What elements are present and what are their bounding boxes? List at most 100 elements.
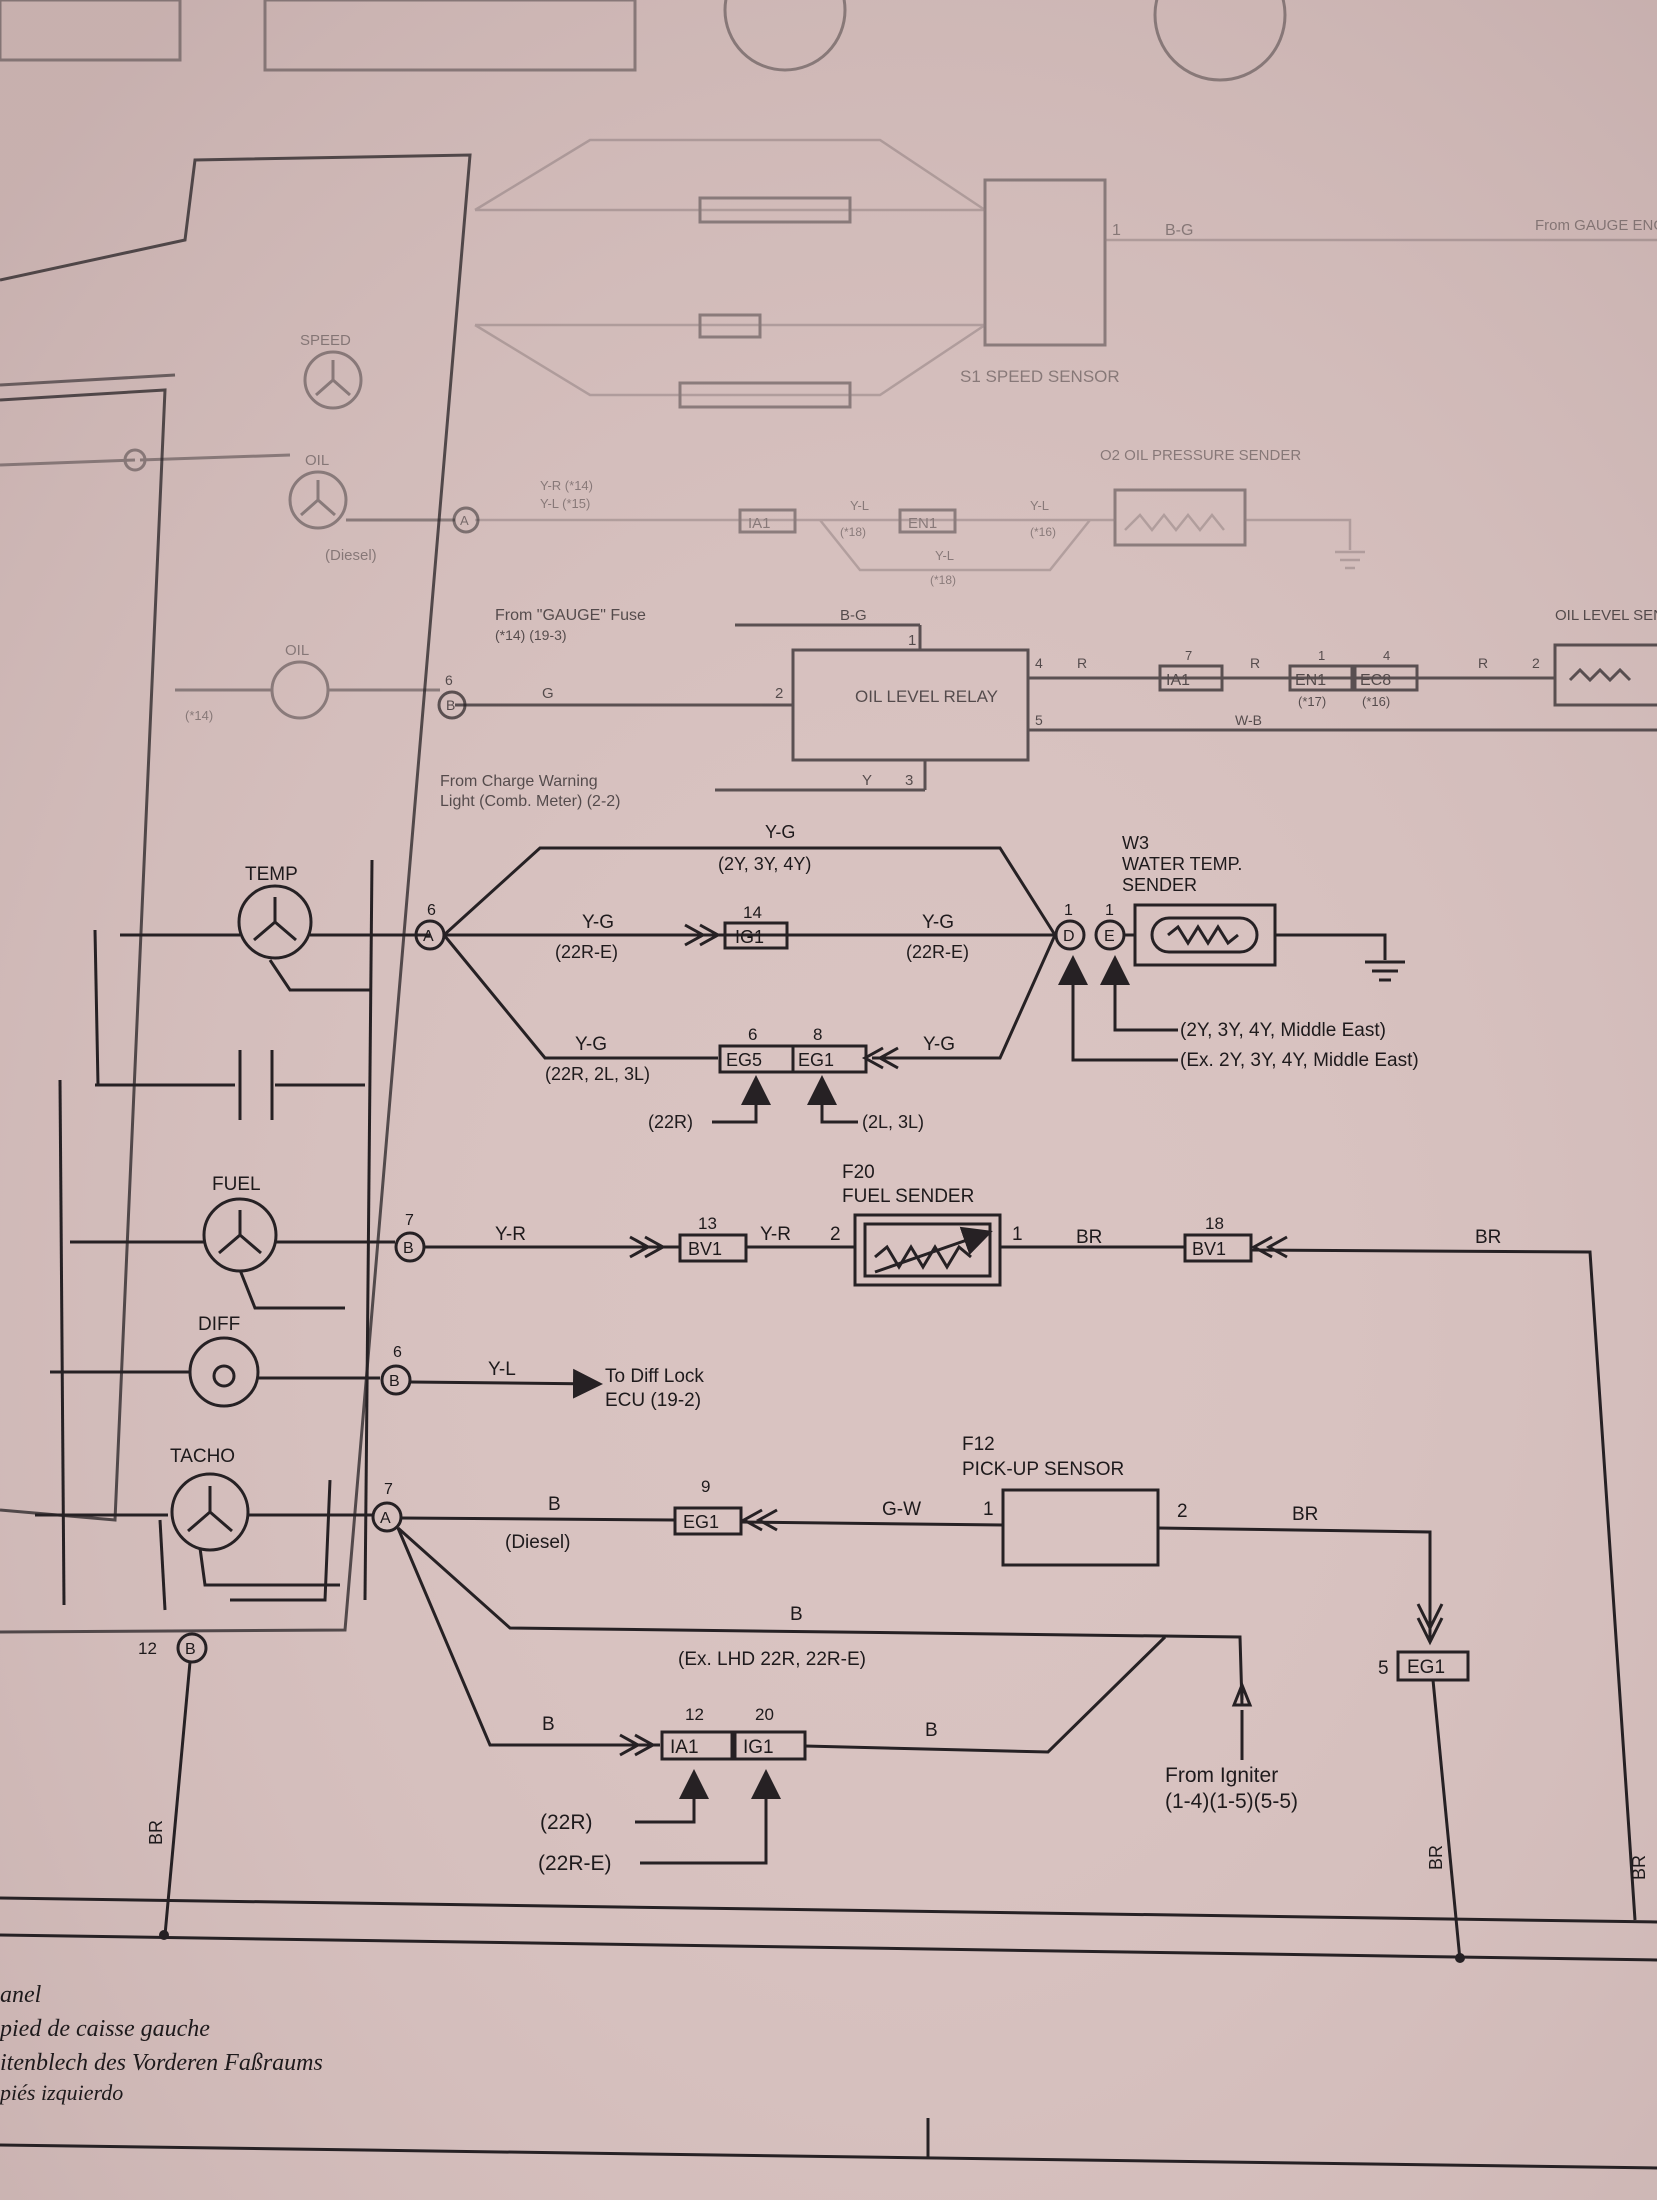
temp-ig1-label: IG1 [735,927,764,947]
oil-level-note16: (*16) [1362,694,1390,709]
oil-pressure-title: O2 OIL PRESSURE SENDER [1100,447,1301,464]
tacho-sensor-pin-left: 1 [983,1499,994,1520]
fuel-connector-letter: B [403,1240,414,1257]
oil-press-letter: A [460,513,469,528]
oil-pressure-j1: IA1 [748,515,771,532]
oil-pressure-resistor [1124,512,1225,533]
oil-level-ia1: IA1 [1166,672,1190,689]
temp-eg1-label: EG1 [798,1050,834,1070]
oil-level-sensor-pin: 2 [1532,655,1540,671]
oil-level-wire-wb: W-B [1235,712,1262,728]
fuel-wire-4 [1250,1248,1637,1921]
tacho-connector [371,1501,403,1533]
tacho-eg1-5-label: EG1 [1407,1657,1445,1678]
oil-level-section: From "GAUGE" Fuse (*14) (19-3) B-G 1 OIL… [440,607,1657,810]
footer-line-1: anel [0,1982,42,2008]
ground-bus-lower [0,1933,1657,1962]
meter-outer-border [0,153,472,1634]
temp-sender-name-2: SENDER [1122,875,1197,895]
fuel-wire-1-color: Y-R [495,1224,526,1245]
tacho-ia1-wire [396,1527,660,1747]
temp-gauge-needle [253,897,297,942]
oil-level-wire-g: G [542,685,554,702]
fuel-wiring: Y-R BV1 13 Y-R 2 F20 FUEL SENDER 1 BR BV… [424,1162,1637,1921]
tacho-ia1-pin: 12 [685,1705,704,1724]
speed-gauge-icon [303,350,363,410]
oil-level-ia1-box [1158,664,1224,692]
tacho-wire-br: BR [1292,1504,1318,1525]
speed-wire-pin: 1 [1112,222,1121,239]
diff-wire-color: Y-L [488,1359,516,1380]
oil-level-ec8-pin: 4 [1383,648,1390,663]
temp-mid-note-left: (22R-E) [555,942,618,962]
top-round-connector-1 [723,0,847,72]
ground-bus-upper [0,1896,1657,1924]
speed-connector-c [678,381,852,409]
diff-light-filament [212,1364,236,1388]
fuel-gauge-ground [238,1269,345,1310]
ground-junction-right [1455,1953,1465,1963]
tacho-wire-b4: B [925,1720,938,1741]
oil-pressure-wire2: Y-L [935,548,954,563]
oil-level-en1: EN1 [1295,672,1326,689]
temp-sender-ground-wire [1275,933,1387,960]
oil-level-en1-pin: 1 [1318,648,1325,663]
fuel-gauge-group: FUEL B 7 [202,1174,426,1273]
temp-top-wire: Y-G [765,822,795,842]
eg1-ground-wire [1431,1679,1462,1961]
from-gauge-engine-label: From GAUGE ENGINE Fuse [1535,217,1657,234]
temp-low-wire-left: Y-G [575,1034,607,1055]
fuel-sender-pin-left: 2 [830,1224,841,1245]
temp-low-note-left: (22R, 2L, 3L) [545,1064,650,1084]
diff-connector [380,1364,412,1396]
tacho-eg1-9-box [673,1506,743,1536]
fuel-gauge-label: FUEL [212,1174,261,1195]
top-connector-left [0,0,182,62]
internal-bus-mid [93,929,100,1086]
tacho-ig1-pin: 20 [755,1705,774,1724]
fuel-chevrons-1 [629,1235,667,1259]
temp-ig1-box [723,921,789,950]
oil-pressure-wire-upper: Y-R (*14) [540,478,593,493]
oil-level-relay-label: OIL LEVEL RELAY [855,687,998,706]
temp-mid-note-right: (22R-E) [906,942,969,962]
tacho-connector-pin: 7 [384,1481,393,1498]
oil-level-wire-bg: B-G [840,607,867,624]
oil-gauge-needle [300,480,336,517]
oil-level-light-icon [270,660,330,720]
temp-sender-conn-e-pin: 1 [1105,902,1114,919]
oil-pressure-wire3-note: (*16) [1030,525,1056,539]
oil-pressure-wire-lower: Y-L (*15) [540,496,590,511]
tacho-eg1-9-label: EG1 [683,1512,719,1532]
upper-gauges: SPEED OIL (Diesel) OIL (*14) [0,332,455,723]
fuel-bv1-18-label: BV1 [1192,1239,1226,1259]
oil-level-from-gauge-ref: (*14) (19-3) [495,627,567,643]
temp-mid-chevrons [684,923,722,947]
speed-wire-color: B-G [1165,222,1193,239]
temp-eg5-label: EG5 [726,1050,762,1070]
diff-group: DIFF B 6 Y-L To Diff Lock ECU (19-2) [188,1314,704,1411]
upper-internal-wire-2 [0,458,136,467]
oil-press-connector [452,506,480,534]
tacho-eg1-9-pin: 9 [701,1477,710,1496]
tacho-gw-wire [740,1520,1004,1527]
temp-sender-conn-d-pin: 1 [1064,902,1073,919]
upper-internal-node [123,448,147,472]
meter-bottom-left [158,1519,167,1611]
oil-level-ia1-pin: 7 [1185,648,1192,663]
diff-label: DIFF [198,1314,240,1335]
meter-internal-wires [35,859,430,1606]
fuel-wire-br2: BR [1475,1227,1501,1248]
temp-note-e: (2Y, 3Y, 4Y, Middle East) [1180,1020,1386,1041]
tacho-chevrons-1 [740,1508,778,1532]
footer-line-3: itenblech des Vorderen Faßraums [0,2050,323,2076]
pickup-sensor-id: F12 [962,1434,995,1455]
tacho-chevrons-2 [619,1733,657,1757]
fuel-bv1-13-pin: 13 [698,1214,717,1233]
oil-pressure-j1-box [738,508,797,534]
oil-level-from-charge-2: Light (Comb. Meter) (2-2) [440,793,621,810]
temp-arrow-note-22r: (22R) [648,1112,693,1132]
oil-level-note17: (*17) [1298,694,1326,709]
